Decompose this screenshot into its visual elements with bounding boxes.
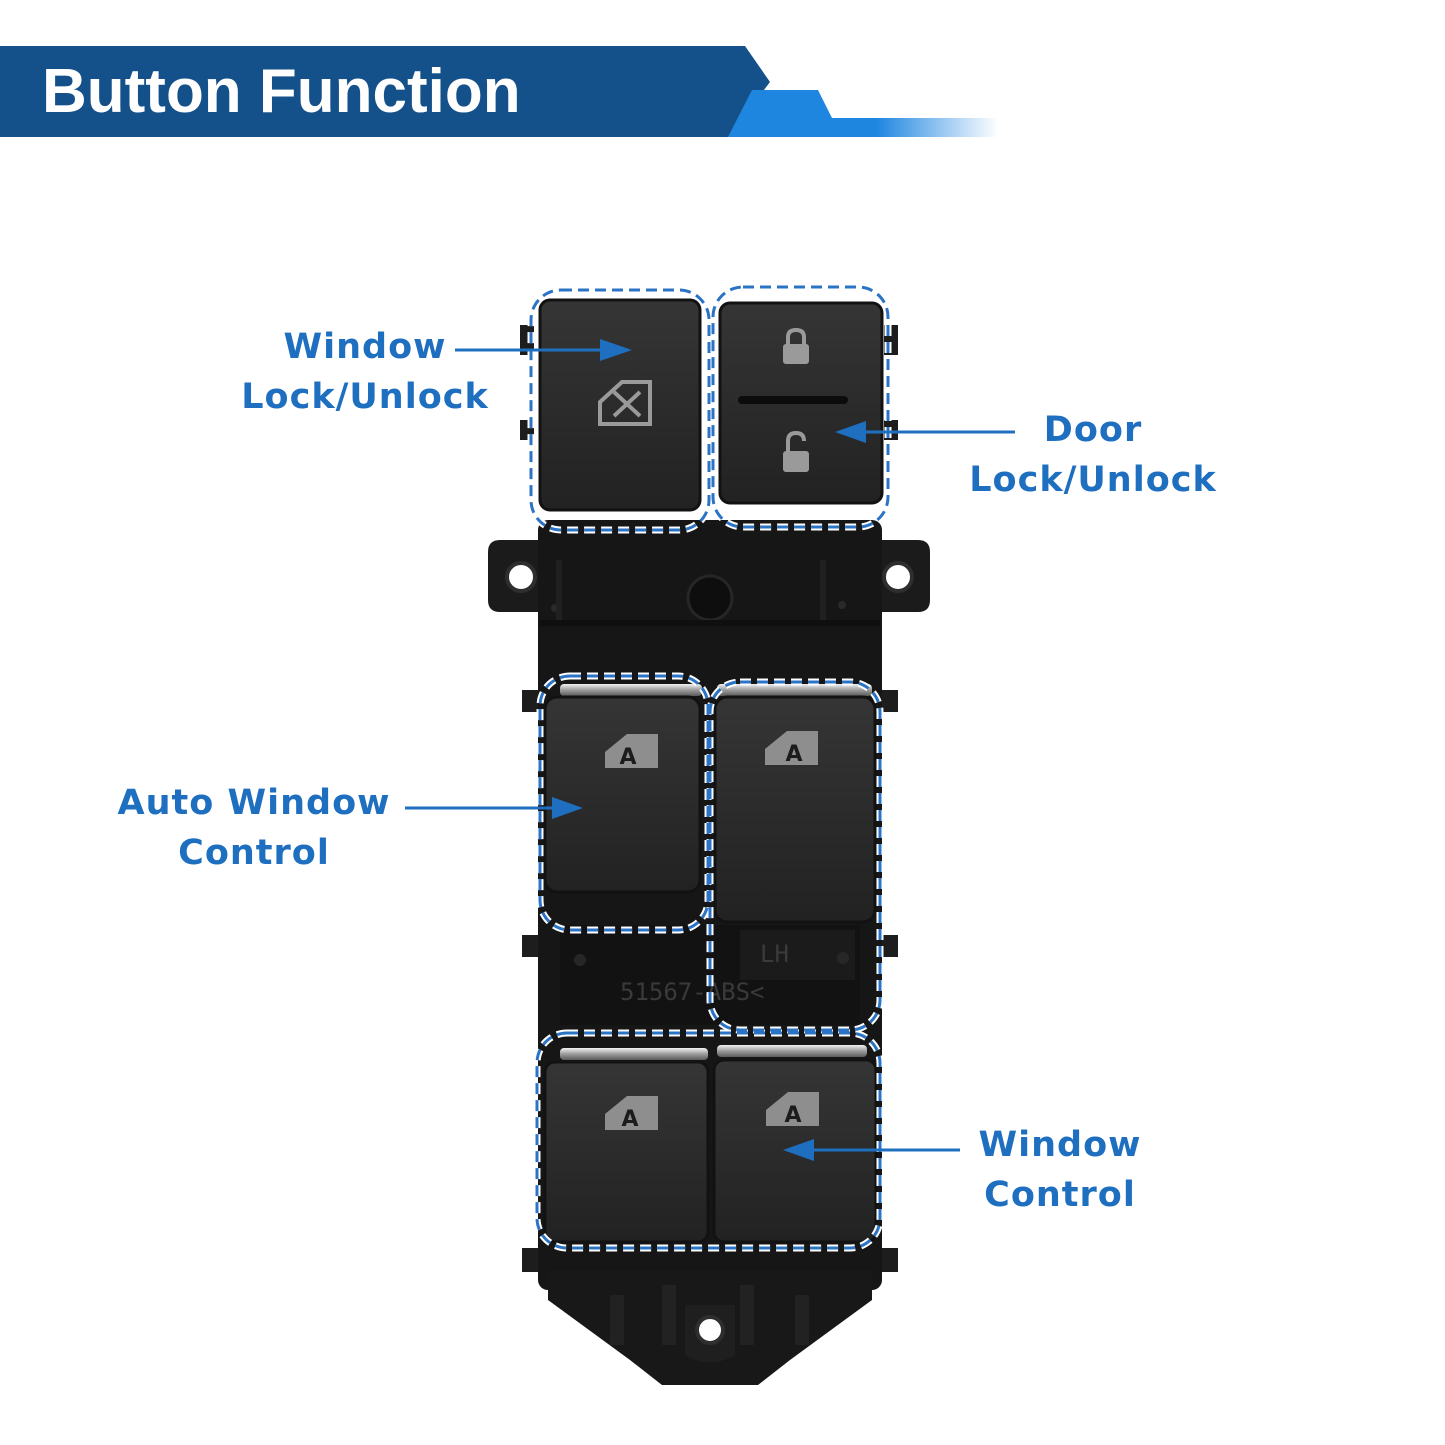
callout-window-lock: Window Lock/Unlock: [230, 322, 500, 422]
window-lock-button[interactable]: [538, 298, 702, 512]
callout-auto-window: Auto Window Control: [108, 778, 400, 878]
arrow-window-control: [783, 1139, 960, 1161]
auto-window-outline: [538, 674, 710, 932]
svg-text:A: A: [784, 1103, 801, 1128]
callout-door-lock-line1: Door: [1043, 410, 1143, 450]
door-lock-rocker[interactable]: [718, 301, 884, 505]
auto-window-icon: A: [605, 1096, 658, 1132]
window-control-button-left[interactable]: A: [543, 1048, 710, 1244]
svg-text:A: A: [785, 742, 802, 767]
arrow-auto-window: [405, 797, 583, 819]
auto-window-outline-right: [708, 680, 882, 1032]
banner-dark-band: [0, 46, 770, 137]
callout-window-lock-line1: Window: [283, 327, 447, 367]
callout-window-control: Window Control: [965, 1120, 1155, 1220]
arrow-window-lock: [455, 339, 632, 361]
padlock-closed-icon: [783, 327, 809, 364]
auto-window-icon: A: [605, 734, 658, 770]
callout-arrows: [405, 339, 1015, 1161]
callout-window-control-line1: Window: [978, 1125, 1142, 1165]
title-banner: [0, 46, 998, 137]
mounting-hole-left: [505, 561, 537, 593]
callout-auto-window-line1: Auto Window: [117, 783, 391, 823]
callout-door-lock-line2: Lock/Unlock: [969, 460, 1217, 500]
page-title: Button Function: [42, 57, 521, 126]
svg-text:A: A: [619, 745, 636, 770]
svg-text:A: A: [621, 1107, 638, 1132]
banner-accent-block: [728, 90, 998, 137]
window-control-button-right[interactable]: A: [712, 1045, 878, 1244]
auto-window-button-left[interactable]: A: [543, 684, 702, 894]
window-control-outline: [535, 1031, 882, 1250]
auto-window-icon: A: [765, 731, 818, 767]
callout-door-lock: Door Lock/Unlock: [958, 405, 1228, 505]
door-lock-outline: [711, 285, 890, 529]
callout-window-lock-line2: Lock/Unlock: [241, 377, 489, 417]
mounting-hole-right: [882, 561, 914, 593]
auto-window-button-right[interactable]: A: [713, 684, 877, 924]
padlock-open-icon: [783, 430, 809, 472]
window-lock-outline: [529, 288, 711, 532]
highlight-outlines: [527, 283, 892, 1252]
auto-window-icon: A: [766, 1092, 819, 1128]
side-label: LH: [760, 940, 789, 968]
callout-auto-window-line2: Control: [178, 833, 330, 873]
arrow-door-lock: [835, 421, 1015, 443]
part-code: 51567-ABS<: [620, 978, 765, 1006]
mounting-hole-bottom: [695, 1315, 725, 1345]
window-lock-icon: [598, 380, 652, 426]
callout-window-control-line2: Control: [984, 1175, 1136, 1215]
